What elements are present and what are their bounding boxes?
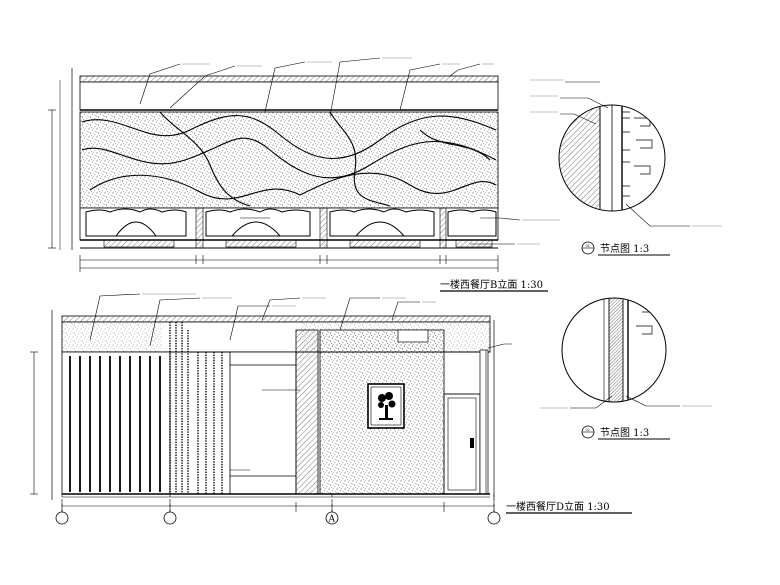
svg-text:01: 01 [586,244,590,248]
detail-1-circle [558,104,666,212]
axis-marker-1 [55,511,69,525]
axis-marker-a [325,511,339,525]
elevation-lower-title: 一楼西餐厅D立面 1:30 [506,500,610,513]
detail-2-circle [561,297,667,403]
detail-1-title: 节点图 1:3 [600,243,649,255]
ceiling-band-hatch [79,75,499,83]
feature-wall-panel [79,111,499,209]
detail-2-title: 节点图 1:3 [600,427,649,439]
soffit-band [79,81,499,111]
axis-marker-2 [163,511,177,525]
elevation-lower [30,293,512,512]
vertical-slats [69,356,161,492]
detail-2 [540,297,712,409]
detail-1 [530,79,722,227]
axis-marker-a-label: A [328,515,336,525]
elevation-upper-title: 一楼西餐厅B立面 1:30 [440,278,543,291]
artwork-tree-icon [378,392,396,420]
detail-2-label: 02 节点图 1:3 [581,425,670,440]
axis-markers [55,511,501,525]
detail-1-label: 01 节点图 1:3 [581,241,670,256]
elevation-upper [48,57,560,272]
wave-lines [81,111,497,207]
bench-arches [85,208,497,237]
axis-marker-3 [487,511,501,525]
svg-text:02: 02 [586,428,590,432]
